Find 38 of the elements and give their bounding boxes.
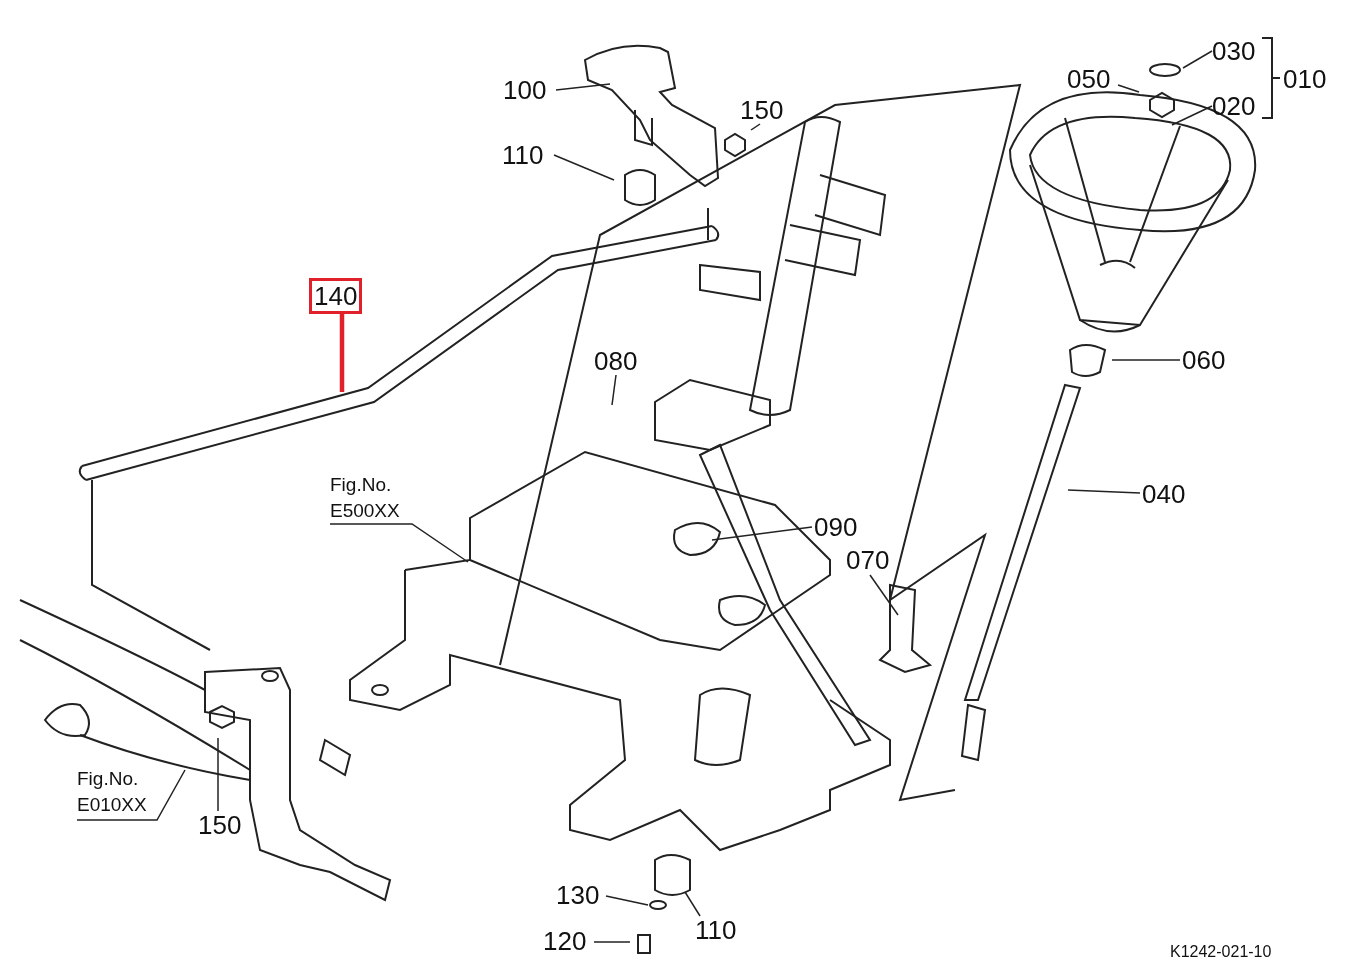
callout-number: 150: [198, 811, 242, 839]
leader-line: [593, 941, 631, 943]
leader-line: [76, 769, 186, 821]
callout-number: 090: [814, 513, 858, 541]
callout-number: 110: [695, 916, 737, 944]
leader-line: [869, 574, 899, 616]
callout-number: 120: [543, 927, 587, 955]
leader-line: [555, 83, 611, 91]
callout-number: 110: [502, 141, 544, 169]
leader-line: [1171, 105, 1213, 126]
callout-number: 140: [309, 278, 363, 314]
leader-line: [217, 737, 219, 812]
leader-line: [750, 123, 761, 131]
leader-line: [339, 314, 345, 392]
callout-number: 070: [846, 546, 890, 574]
leader-line: [605, 895, 649, 906]
callout-number: 050: [1067, 65, 1111, 93]
callout-number: 150: [740, 96, 784, 124]
leader-line: [711, 526, 813, 541]
callout-number: 030: [1212, 37, 1256, 65]
leader-line: [1067, 489, 1141, 494]
leader-line: [684, 891, 701, 917]
figure-reference: Fig.No. E500XX: [330, 472, 415, 524]
figure-reference: Fig.No. E010XX: [77, 766, 159, 818]
callout-number: 100: [503, 76, 547, 104]
callout-number: 020: [1212, 92, 1256, 120]
callout-number: 080: [594, 347, 638, 375]
callout-number: 060: [1182, 346, 1226, 374]
leader-line: [1182, 50, 1213, 69]
leader-line: [1117, 84, 1140, 93]
callout-number: 040: [1142, 480, 1186, 508]
leader-line: [329, 523, 469, 563]
callout-number: 130: [556, 881, 600, 909]
leader-line: [611, 374, 617, 406]
drawing-number: K1242-021-10: [1170, 943, 1272, 961]
leader-line: [553, 154, 615, 181]
leader-line: [1111, 359, 1181, 361]
callout-number: 010: [1283, 65, 1327, 93]
